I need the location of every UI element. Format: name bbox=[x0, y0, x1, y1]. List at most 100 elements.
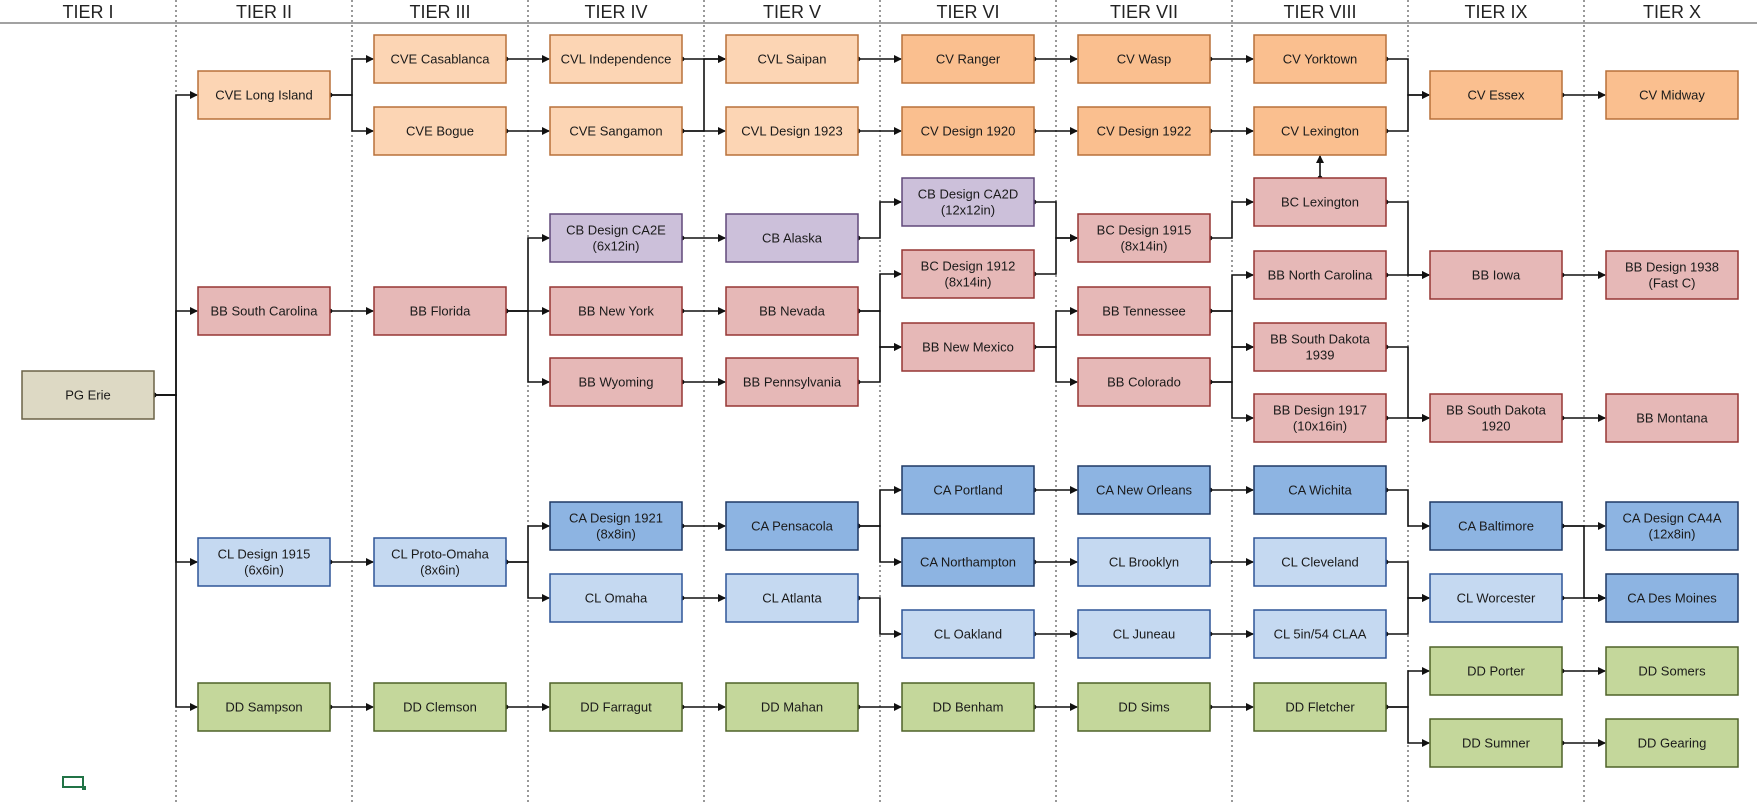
node-box[interactable] bbox=[373, 537, 507, 587]
node-box[interactable] bbox=[1253, 537, 1387, 587]
node-box[interactable] bbox=[1077, 609, 1211, 659]
node-cl_brooklyn[interactable]: CL Brooklyn bbox=[1077, 537, 1211, 587]
node-dd_clemson[interactable]: DD Clemson bbox=[373, 682, 507, 732]
node-ca_portland[interactable]: CA Portland bbox=[901, 465, 1035, 515]
node-box[interactable] bbox=[1429, 393, 1563, 443]
node-box[interactable] bbox=[1077, 286, 1211, 336]
node-cv_essex[interactable]: CV Essex bbox=[1429, 70, 1563, 120]
node-cl_proto_omaha[interactable]: CL Proto-Omaha(8x6in) bbox=[373, 537, 507, 587]
node-cl_omaha[interactable]: CL Omaha bbox=[549, 573, 683, 623]
node-box[interactable] bbox=[901, 682, 1035, 732]
node-cv_wasp[interactable]: CV Wasp bbox=[1077, 34, 1211, 84]
node-box[interactable] bbox=[901, 465, 1035, 515]
node-ca_design_1921[interactable]: CA Design 1921(8x8in) bbox=[549, 501, 683, 551]
node-dd_gearing[interactable]: DD Gearing bbox=[1605, 718, 1739, 768]
node-cb_design_ca2e[interactable]: CB Design CA2E(6x12in) bbox=[549, 213, 683, 263]
node-bb_tennessee[interactable]: BB Tennessee bbox=[1077, 286, 1211, 336]
node-box[interactable] bbox=[1605, 646, 1739, 696]
node-box[interactable] bbox=[549, 213, 683, 263]
node-cv_yorktown[interactable]: CV Yorktown bbox=[1253, 34, 1387, 84]
node-box[interactable] bbox=[1253, 177, 1387, 227]
node-box[interactable] bbox=[1253, 465, 1387, 515]
node-cve_bogue[interactable]: CVE Bogue bbox=[373, 106, 507, 156]
node-cv_design_1922[interactable]: CV Design 1922 bbox=[1077, 106, 1211, 156]
node-box[interactable] bbox=[901, 249, 1035, 299]
node-box[interactable] bbox=[725, 213, 859, 263]
node-box[interactable] bbox=[549, 573, 683, 623]
node-dd_porter[interactable]: DD Porter bbox=[1429, 646, 1563, 696]
node-bb_iowa[interactable]: BB Iowa bbox=[1429, 250, 1563, 300]
node-box[interactable] bbox=[1077, 34, 1211, 84]
node-box[interactable] bbox=[373, 286, 507, 336]
node-box[interactable] bbox=[373, 106, 507, 156]
node-box[interactable] bbox=[901, 537, 1035, 587]
node-box[interactable] bbox=[1429, 250, 1563, 300]
node-box[interactable] bbox=[1253, 393, 1387, 443]
node-box[interactable] bbox=[1077, 357, 1211, 407]
node-box[interactable] bbox=[1253, 250, 1387, 300]
node-bb_wyoming[interactable]: BB Wyoming bbox=[549, 357, 683, 407]
node-box[interactable] bbox=[549, 501, 683, 551]
node-cl_cleveland[interactable]: CL Cleveland bbox=[1253, 537, 1387, 587]
node-bb_florida[interactable]: BB Florida bbox=[373, 286, 507, 336]
node-box[interactable] bbox=[549, 357, 683, 407]
node-box[interactable] bbox=[1253, 682, 1387, 732]
node-cl_juneau[interactable]: CL Juneau bbox=[1077, 609, 1211, 659]
node-box[interactable] bbox=[725, 106, 859, 156]
node-box[interactable] bbox=[197, 70, 331, 120]
node-ca_baltimore[interactable]: CA Baltimore bbox=[1429, 501, 1563, 551]
node-bb_design_1917[interactable]: BB Design 1917(10x16in) bbox=[1253, 393, 1387, 443]
node-cv_lexington[interactable]: CV Lexington bbox=[1253, 106, 1387, 156]
node-box[interactable] bbox=[1253, 609, 1387, 659]
node-box[interactable] bbox=[1605, 393, 1739, 443]
node-bc_design_1915[interactable]: BC Design 1915(8x14in) bbox=[1077, 213, 1211, 263]
node-box[interactable] bbox=[1253, 106, 1387, 156]
node-box[interactable] bbox=[1605, 718, 1739, 768]
node-box[interactable] bbox=[1605, 573, 1739, 623]
node-cvl_independence[interactable]: CVL Independence bbox=[549, 34, 683, 84]
node-cve_sangamon[interactable]: CVE Sangamon bbox=[549, 106, 683, 156]
node-cl_oakland[interactable]: CL Oakland bbox=[901, 609, 1035, 659]
node-box[interactable] bbox=[549, 106, 683, 156]
node-box[interactable] bbox=[1429, 70, 1563, 120]
node-box[interactable] bbox=[197, 286, 331, 336]
node-cb_alaska[interactable]: CB Alaska bbox=[725, 213, 859, 263]
node-dd_sims[interactable]: DD Sims bbox=[1077, 682, 1211, 732]
node-ca_design_ca4a[interactable]: CA Design CA4A(12x8in) bbox=[1605, 501, 1739, 551]
node-dd_mahan[interactable]: DD Mahan bbox=[725, 682, 859, 732]
node-bb_south_carolina[interactable]: BB South Carolina bbox=[197, 286, 331, 336]
node-cve_long_island[interactable]: CVE Long Island bbox=[197, 70, 331, 120]
node-dd_sumner[interactable]: DD Sumner bbox=[1429, 718, 1563, 768]
node-box[interactable] bbox=[901, 322, 1035, 372]
node-cvl_saipan[interactable]: CVL Saipan bbox=[725, 34, 859, 84]
node-cl_worcester[interactable]: CL Worcester bbox=[1429, 573, 1563, 623]
node-box[interactable] bbox=[1077, 106, 1211, 156]
node-cl_5in54_claa[interactable]: CL 5in/54 CLAA bbox=[1253, 609, 1387, 659]
node-cve_casablanca[interactable]: CVE Casablanca bbox=[373, 34, 507, 84]
node-cl_design_1915[interactable]: CL Design 1915(6x6in) bbox=[197, 537, 331, 587]
node-cb_design_ca2d[interactable]: CB Design CA2D(12x12in) bbox=[901, 177, 1035, 227]
node-bc_lexington[interactable]: BC Lexington bbox=[1253, 177, 1387, 227]
node-dd_somers[interactable]: DD Somers bbox=[1605, 646, 1739, 696]
node-pg_erie[interactable]: PG Erie bbox=[21, 370, 155, 420]
node-box[interactable] bbox=[725, 573, 859, 623]
node-box[interactable] bbox=[1429, 573, 1563, 623]
node-bb_nevada[interactable]: BB Nevada bbox=[725, 286, 859, 336]
node-box[interactable] bbox=[549, 682, 683, 732]
node-box[interactable] bbox=[1429, 501, 1563, 551]
node-ca_pensacola[interactable]: CA Pensacola bbox=[725, 501, 859, 551]
node-box[interactable] bbox=[1253, 34, 1387, 84]
node-box[interactable] bbox=[725, 286, 859, 336]
node-box[interactable] bbox=[21, 370, 155, 420]
node-box[interactable] bbox=[901, 106, 1035, 156]
node-box[interactable] bbox=[901, 34, 1035, 84]
node-box[interactable] bbox=[549, 34, 683, 84]
node-box[interactable] bbox=[1253, 322, 1387, 372]
node-box[interactable] bbox=[901, 177, 1035, 227]
node-box[interactable] bbox=[1077, 537, 1211, 587]
node-box[interactable] bbox=[725, 682, 859, 732]
node-ca_new_orleans[interactable]: CA New Orleans bbox=[1077, 465, 1211, 515]
node-box[interactable] bbox=[725, 357, 859, 407]
node-box[interactable] bbox=[1605, 501, 1739, 551]
